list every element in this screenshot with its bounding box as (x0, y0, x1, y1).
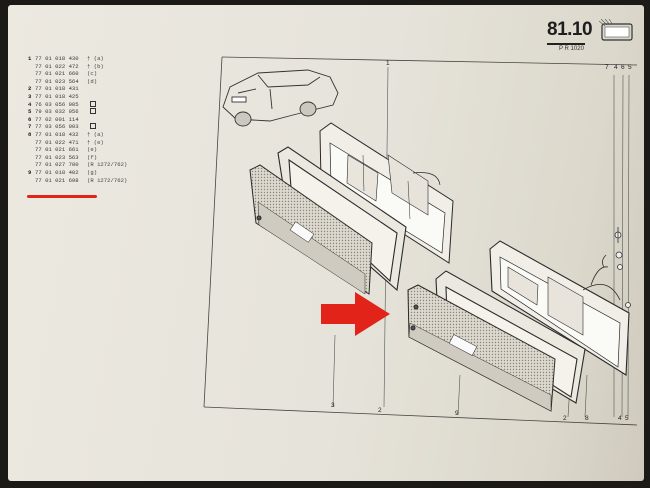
part-note: (R 1272/762) (87, 161, 128, 169)
callout-bottom-1: 3 (331, 402, 335, 409)
part-number: 77 01 022 472 (35, 62, 79, 70)
part-note: † (b) (87, 62, 104, 70)
part-number: 77 01 022 471 (35, 138, 79, 146)
item-number: 9 (28, 168, 32, 176)
part-note: (f) (87, 153, 98, 161)
parts-list-row: 77 01 023 564 (d) (28, 78, 198, 86)
callout-bottom-6: 4 (618, 415, 622, 422)
lens-upper (249, 164, 373, 295)
part-note: † (a) (87, 130, 104, 138)
item-number: 1 (28, 55, 32, 62)
part-note: (d) (87, 77, 98, 85)
parts-list-row: 77 01 022 472 † (b) (28, 63, 198, 71)
highlight-underline (27, 195, 97, 198)
callout-top-1: 1 (386, 60, 390, 67)
page-header: 81.10 P R 1020 (541, 15, 637, 75)
part-number: 77 01 018 430 (35, 55, 79, 62)
item-number: 6 (28, 115, 32, 123)
car-illustration (222, 69, 339, 127)
part-number: 77 01 021 661 (35, 146, 79, 154)
callout-top-2: 7 (605, 64, 609, 71)
item-number: 2 (28, 85, 32, 93)
screws (602, 227, 631, 308)
part-number: 76 03 056 005 (35, 100, 79, 108)
part-number: 77 01 018 432 (35, 130, 79, 138)
part-number: 77 01 023 564 (35, 77, 79, 85)
red-pointer-arrow (321, 292, 390, 336)
part-note: (e) (87, 146, 98, 154)
part-number: 77 01 023 563 (35, 153, 79, 161)
housing-lower (489, 240, 630, 376)
box-symbol-icon (90, 108, 96, 115)
callout-top-4: 6 (621, 64, 625, 71)
parts-list-row: 77 01 021 661 (e) (28, 146, 198, 154)
part-note: (g) (87, 168, 98, 176)
part-number: 77 01 018 431 (35, 85, 79, 93)
parts-list-row: 77 01 023 563 (f) (28, 154, 198, 162)
part-note: (c) (87, 70, 98, 78)
callout-top-3: 4 (614, 64, 618, 71)
parts-list-row: 77 01 027 700 (R 1272/762) (28, 161, 198, 169)
part-note: † (e) (87, 138, 104, 146)
callout-bottom-7: 5 (625, 415, 629, 422)
callout-bottom-4: 2 (563, 415, 567, 422)
page-code: P R 1020 (559, 46, 584, 52)
part-number: 77 01 027 700 (35, 161, 79, 169)
part-note: † (a) (87, 55, 104, 62)
box-symbol-icon (90, 100, 96, 107)
box-symbol-icon (90, 123, 96, 130)
item-number: 4 (28, 100, 32, 108)
part-number: 77 01 018 425 (35, 92, 79, 100)
rear-lamp-icon (599, 19, 633, 41)
section-number: 81.10 (547, 19, 593, 40)
part-note: (R 1272/762) (87, 176, 128, 184)
part-number: 77 03 056 003 (35, 123, 79, 131)
diagram-frame (203, 56, 638, 426)
item-number: 3 (28, 92, 32, 100)
part-number: 79 03 032 056 (35, 108, 79, 116)
parts-list-row: 77 01 021 698 (R 1272/762) (28, 177, 198, 185)
part-number: 77 01 018 402 (35, 168, 79, 176)
parts-list-row: 77 01 021 660 (c) (28, 70, 198, 78)
callout-top-5: 5 (628, 64, 632, 71)
callout-bottom-2: 2 (378, 407, 382, 414)
item-number: 7 (28, 123, 32, 131)
lens-lower (407, 284, 556, 412)
item-number: 5 (28, 108, 32, 116)
item-number: 8 (28, 130, 32, 138)
part-number: 77 02 001 114 (35, 115, 79, 123)
callout-bottom-5: 8 (585, 415, 589, 422)
part-number: 77 01 021 660 (35, 70, 79, 78)
section-rule (547, 43, 585, 45)
callout-bottom-3: 9 (455, 410, 459, 417)
callout-numbers: 1 7 4 6 5 3 2 9 2 8 4 5 (331, 60, 632, 422)
parts-list-row: 77 01 022 471 † (e) (28, 139, 198, 147)
part-number: 77 01 021 698 (35, 176, 79, 184)
exploded-diagram: 1 7 4 6 5 3 2 9 2 8 4 5 (203, 56, 638, 426)
